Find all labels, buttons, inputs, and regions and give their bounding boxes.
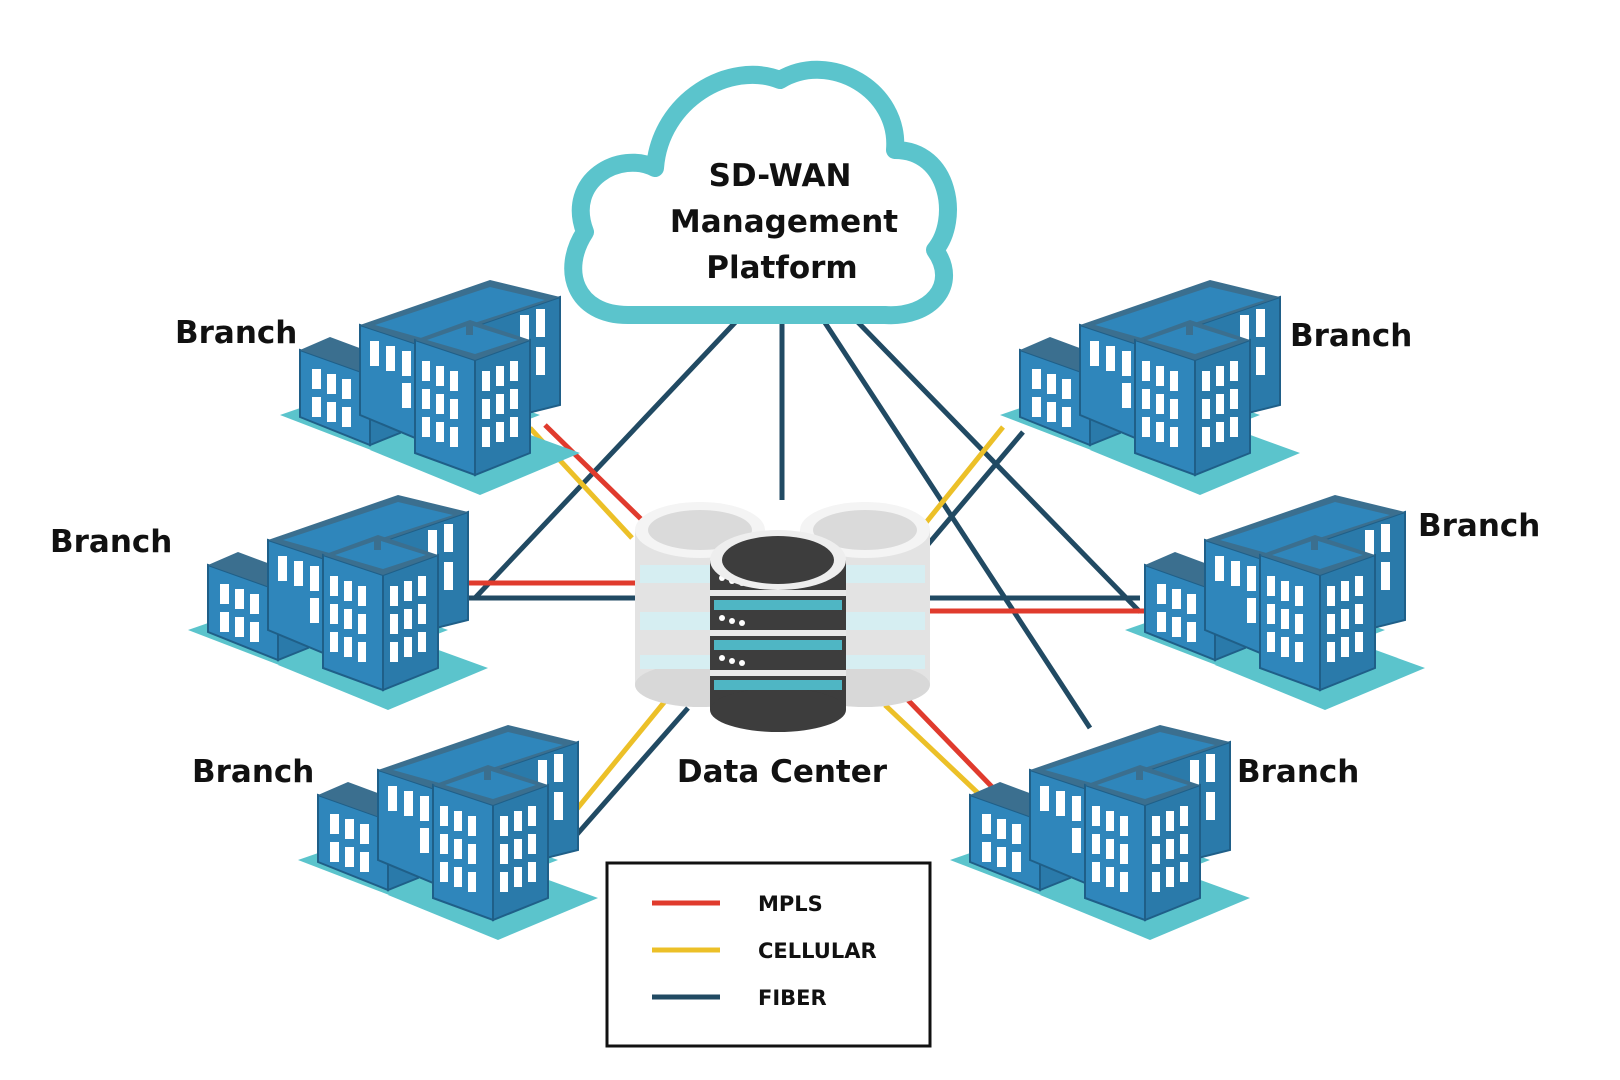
cloud-title-line-1: SD-WAN xyxy=(709,158,852,194)
link-fiber-cloud-to-middle-left xyxy=(473,310,747,600)
legend-label-mpls: MPLS xyxy=(758,892,823,916)
link-fiber-cloud-to-middle-right xyxy=(846,310,1142,614)
legend-label-cellular: CELLULAR xyxy=(758,939,877,963)
server-stack-front xyxy=(710,530,846,732)
link-cellular-top-right-to-data-center xyxy=(918,425,1005,532)
cloud-title-line-3: Platform xyxy=(706,250,857,286)
branch-top-right: Branch xyxy=(999,279,1412,496)
building-icon xyxy=(297,724,599,941)
link-cellular-bottom-left-to-data-center xyxy=(570,698,668,817)
legend-box xyxy=(605,861,932,1048)
building-icon xyxy=(187,494,489,711)
branch-middle-left: Branch xyxy=(50,494,489,711)
branch-label: Branch xyxy=(175,315,297,351)
legend: MPLS CELLULAR FIBER xyxy=(605,861,932,1048)
data-center-label: Data Center xyxy=(677,754,888,790)
link-mpls-top-left-to-data-center xyxy=(543,423,644,522)
cloud-outline xyxy=(564,60,957,325)
branch-label: Branch xyxy=(192,754,314,790)
link-cellular-bottom-right-to-data-center xyxy=(883,703,982,797)
branch-top-left: Branch xyxy=(175,279,581,496)
cloud-title-line-2: Management xyxy=(670,204,898,240)
sd-wan-cloud: SD-WAN Management Platform xyxy=(564,60,957,325)
branch-label: Branch xyxy=(50,524,172,560)
link-fiber-top-right-to-data-center xyxy=(923,430,1025,550)
branch-bottom-left: Branch xyxy=(192,724,599,941)
building-icon xyxy=(949,724,1251,941)
building-icon xyxy=(1124,494,1426,711)
branch-label: Branch xyxy=(1418,508,1540,544)
branch-label: Branch xyxy=(1237,754,1359,790)
link-fiber-cloud-to-bottom-right xyxy=(815,310,1093,730)
legend-label-fiber: FIBER xyxy=(758,986,827,1010)
data-center-servers: Data Center xyxy=(635,502,930,790)
branch-middle-right: Branch xyxy=(1124,494,1540,711)
link-mpls-bottom-right-to-data-center xyxy=(903,695,997,792)
branch-bottom-right: Branch xyxy=(949,724,1359,941)
building-icon xyxy=(999,279,1301,496)
building-icon xyxy=(279,279,581,496)
link-fiber-bottom-left-to-data-center xyxy=(570,706,690,842)
branch-label: Branch xyxy=(1290,318,1412,354)
